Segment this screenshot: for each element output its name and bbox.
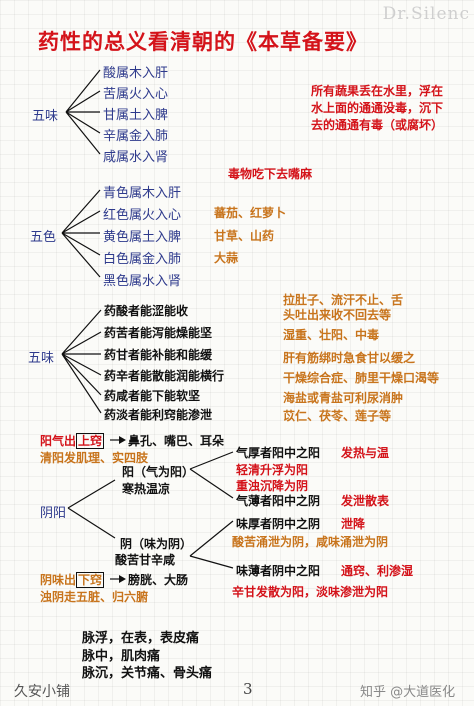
pulse-line: 脉中，肌肉痛 <box>82 649 161 664</box>
list-item: 药甘者能补能和能缓 <box>104 348 213 362</box>
example-text: 甘草、山药 <box>214 229 275 243</box>
footer-watermark-left: 久安小铺 <box>14 684 70 700</box>
yin-outlets: 膀胱、大肠 <box>128 573 189 587</box>
yin-sub: 酸苦甘辛咸 <box>115 553 176 567</box>
example-text: 大蒜 <box>214 251 239 265</box>
yin-outlet-pre: 阴味出 <box>40 573 77 587</box>
yang-outlet-label: 阳气出上窍 <box>40 432 105 449</box>
list-item: 药酸者能涩能收 <box>104 304 189 318</box>
yang-outlet-pre: 阳气出 <box>40 434 77 448</box>
note-line: 苡仁、茯苓、莲子等 <box>283 409 392 423</box>
list-item: 辛属金入肺 <box>103 129 169 144</box>
yin-main: 阴（味为阴） <box>120 537 193 551</box>
yang-outlet-box: 上窍 <box>76 433 105 449</box>
yin-outlet-box: 下窍 <box>76 572 105 588</box>
qi-thick-desc: 重浊沉降为阴 <box>236 479 309 493</box>
pulse-line: 脉沉，关节痛、骨头痛 <box>82 666 213 681</box>
wei-thin-note: 通窍、利渗湿 <box>341 564 414 578</box>
wei-thin: 味薄者阴中之阳 <box>236 564 321 578</box>
wei-thick: 味厚者阴中之阴 <box>236 517 321 531</box>
yang-sub: 寒热温凉 <box>122 482 171 496</box>
qi-thick: 气厚者阳中之阳 <box>236 446 321 460</box>
qi-thick-desc: 轻清升浮为阳 <box>236 463 309 477</box>
page-title: 药性的总义看清朝的《本草备要》 <box>38 26 368 56</box>
list-item: 酸属木入肝 <box>103 66 169 81</box>
note-line: 拉肚子、流汗不止、舌 <box>283 293 404 307</box>
qi-thin: 气薄者阳中之阴 <box>236 494 321 508</box>
wei-thick-note: 泄降 <box>341 517 366 531</box>
watermark-text: Dr.Silenc <box>382 4 470 24</box>
yang-desc: 清阳发肌理、实四肢 <box>40 451 149 465</box>
list-item: 苦属火入心 <box>103 87 169 102</box>
list-item: 红色属火入心 <box>103 208 182 223</box>
list-item: 甘属土入脾 <box>103 108 169 123</box>
qi-thick-note: 发热与温 <box>341 446 390 460</box>
note-line: 头吐出来收不回去等 <box>283 308 392 322</box>
note-line: 干燥综合症、肺里干燥口渴等 <box>283 371 440 385</box>
yang-outlets: 鼻孔、嘴巴、耳朵 <box>128 434 225 448</box>
note-line: 所有蔬果丢在水里，浮在 <box>311 84 444 98</box>
list-item: 咸属水入肾 <box>103 150 169 165</box>
footer-watermark-right: 知乎 @大道医化 <box>360 685 456 700</box>
yang-main: 阳（气为阳） <box>122 465 195 479</box>
section4-label: 阴阳 <box>40 506 67 521</box>
qi-thin-note: 发泄散表 <box>341 494 390 508</box>
pulse-line: 脉浮，在表，表皮痛 <box>82 631 200 646</box>
note-line: 去的通通有毒（或腐坏） <box>311 118 444 132</box>
note-line: 水上面的通通没毒，沉下 <box>311 101 444 115</box>
list-item: 黑色属水入肾 <box>103 274 182 289</box>
example-text: 蕃茄、红萝卜 <box>214 206 287 220</box>
section1-label: 五味 <box>32 109 59 124</box>
yin-desc: 浊阴走五脏、归六腑 <box>40 590 149 604</box>
list-item: 白色属金入肺 <box>103 252 182 267</box>
poison-note: 毒物吃下去嘴麻 <box>228 167 313 181</box>
list-item: 药辛者能散能润能横行 <box>104 369 225 383</box>
list-item: 药咸者能下能软坚 <box>104 389 201 403</box>
note-line: 肝有筋绑时急食甘以缓之 <box>283 351 416 365</box>
list-item: 黄色属土入脾 <box>103 230 182 245</box>
page-number: 3 <box>243 680 253 698</box>
list-item: 药苦者能泻能燥能坚 <box>104 326 213 340</box>
note-line: 湿重、壮阳、中毒 <box>283 328 380 342</box>
yin-outlet-label: 阴味出下窍 <box>40 571 105 588</box>
page-title-text: 药性的总义看清朝的《本草备要》 <box>38 30 368 54</box>
wei-thin-desc: 辛甘发散为阳，淡味渗泄为阳 <box>232 585 389 599</box>
wei-thick-desc: 酸苦涌泄为阴，咸味涌泄为阴 <box>232 535 389 549</box>
list-item: 药淡者能利窍能渗泄 <box>104 408 213 422</box>
section3-label: 五味 <box>28 351 55 366</box>
list-item: 青色属木入肝 <box>103 186 182 201</box>
note-line: 海盐或青盐可利尿消肿 <box>283 391 404 405</box>
section2-label: 五色 <box>30 230 57 245</box>
